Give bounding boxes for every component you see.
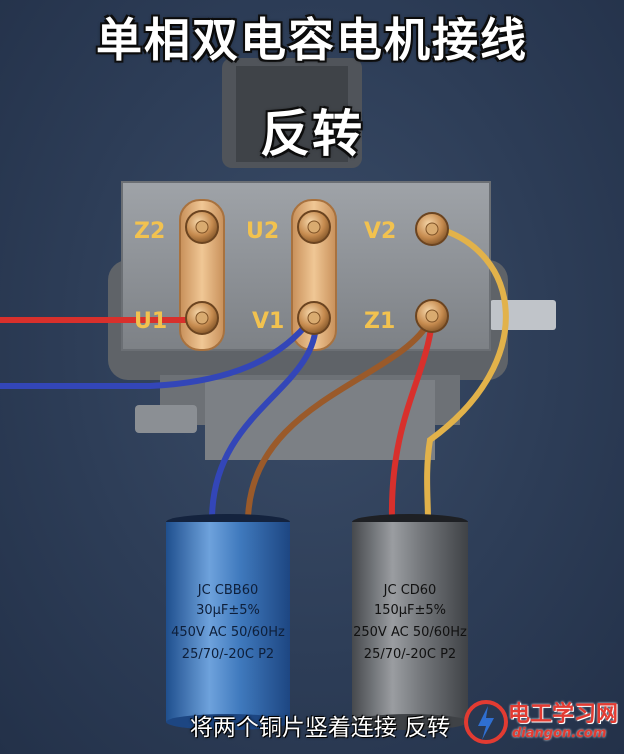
capacitor-left: JC CBB60 30μF±5% 450V AC 50/60Hz 25/70/-… <box>166 514 290 730</box>
cap-left-model: JC CBB60 <box>197 583 259 598</box>
title-line2: 反转 <box>260 105 364 163</box>
wire-brown-capacitor <box>245 317 433 523</box>
wire-red-capacitor <box>388 319 435 523</box>
terminal-u2 <box>297 210 331 244</box>
wire-yellow-capacitor <box>424 225 509 523</box>
cap-right-rating: 25/70/-20C P2 <box>364 647 456 662</box>
capacitor-right: JC CD60 150μF±5% 250V AC 50/60Hz 25/70/-… <box>352 514 468 730</box>
cap-left-voltage: 450V AC 50/60Hz <box>171 625 285 640</box>
label-z1: Z1 <box>364 309 395 334</box>
terminal-u1 <box>185 301 219 335</box>
terminal-z2 <box>185 210 219 244</box>
label-z2: Z2 <box>134 219 165 244</box>
watermark-name: 电工学习网 <box>508 702 619 727</box>
wire-blue-capacitor <box>209 317 320 523</box>
label-v2: V2 <box>364 219 396 244</box>
wires <box>0 225 509 523</box>
cap-right-model: JC CD60 <box>383 583 437 598</box>
watermark: 电工学习网 diangon.com <box>464 690 624 754</box>
terminal-z1 <box>415 299 449 333</box>
watermark-logo-icon <box>464 700 508 744</box>
watermark-url: diangon.com <box>512 726 607 741</box>
label-v1: V1 <box>252 309 284 334</box>
subtitle-caption: 将两个铜片竖着连接 反转 <box>189 715 451 741</box>
cap-left-capacitance: 30μF±5% <box>196 603 260 618</box>
terminal-studs <box>185 210 449 335</box>
label-u1: U1 <box>134 309 167 334</box>
cap-right-capacitance: 150μF±5% <box>374 603 446 618</box>
label-u2: U2 <box>246 219 279 244</box>
title-line1: 单相双电容电机接线 <box>96 13 528 67</box>
cap-left-rating: 25/70/-20C P2 <box>182 647 274 662</box>
cap-right-voltage: 250V AC 50/60Hz <box>353 625 467 640</box>
wire-blue-mains <box>0 315 315 389</box>
terminal-labels: Z2 U2 V2 U1 V1 Z1 <box>134 219 396 334</box>
terminal-v2 <box>415 212 449 246</box>
terminal-v1 <box>297 301 331 335</box>
